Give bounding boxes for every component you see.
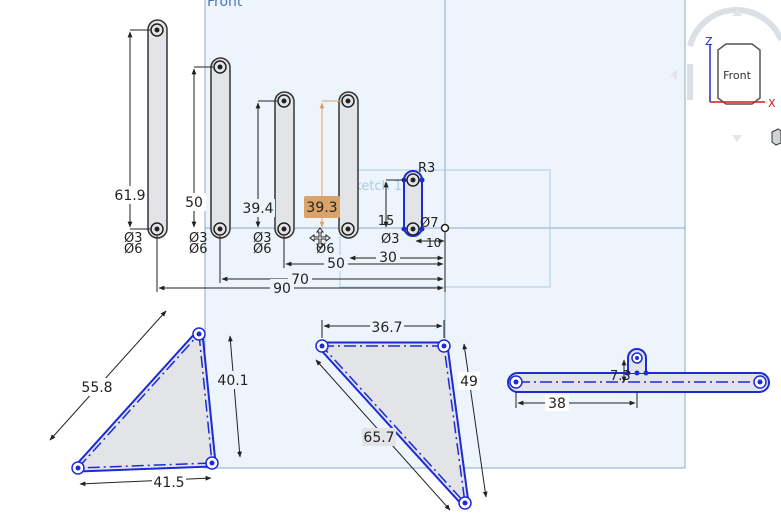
dim-height-61-9[interactable]: 61.9 bbox=[113, 29, 150, 230]
dim-width-50[interactable]: 50 bbox=[283, 236, 444, 272]
dim-39-4-label: 39.4 bbox=[242, 201, 273, 217]
move-cursor-icon bbox=[309, 227, 331, 249]
dim-50w-label: 50 bbox=[327, 256, 345, 272]
rotate-up-icon[interactable] bbox=[732, 9, 742, 16]
dim-height-39-4[interactable]: 39.4 bbox=[241, 100, 277, 228]
rotate-left-icon[interactable] bbox=[670, 70, 677, 80]
dim-7-label: 7.3 bbox=[610, 369, 631, 384]
dim-d3-5[interactable]: Ø3 bbox=[381, 232, 400, 247]
dim-61-9-label: 61.9 bbox=[114, 188, 145, 204]
dim-width-90[interactable]: 90 bbox=[156, 232, 446, 297]
dim-10[interactable]: 10 bbox=[426, 236, 441, 250]
dim-tri2-right[interactable]: 49 bbox=[458, 343, 488, 498]
dim-d3-1[interactable]: Ø3 bbox=[124, 231, 143, 246]
dim-38-label: 38 bbox=[548, 396, 566, 412]
horizontal-link-bar[interactable] bbox=[507, 348, 770, 393]
rotate-down-icon[interactable] bbox=[732, 135, 742, 142]
view-cube-face-label: Front bbox=[723, 69, 752, 82]
origin-point[interactable] bbox=[440, 223, 450, 233]
dim-d6-2[interactable]: Ø6 bbox=[189, 242, 208, 257]
dim-tri2-top[interactable]: 36.7 bbox=[321, 318, 445, 338]
link-bar-4[interactable] bbox=[338, 91, 359, 239]
dim-65-7-label: 65.7 bbox=[363, 430, 394, 446]
axis-z-label: Z bbox=[705, 35, 713, 48]
dim-tri1-bottom[interactable]: 41.5 bbox=[79, 473, 212, 491]
dim-height-15[interactable]: 15 bbox=[378, 179, 405, 229]
link-bar-1[interactable] bbox=[147, 19, 168, 239]
dim-36-7-label: 36.7 bbox=[371, 320, 402, 336]
dim-d6-3[interactable]: Ø6 bbox=[253, 242, 272, 257]
dim-tri1-right[interactable]: 40.1 bbox=[216, 335, 250, 458]
dim-d3-2[interactable]: Ø3 bbox=[189, 231, 208, 246]
dim-d7-label[interactable]: Ø7 bbox=[420, 216, 439, 231]
home-view-icon[interactable] bbox=[771, 128, 781, 146]
dim-bar-38[interactable]: 38 bbox=[515, 392, 638, 412]
front-plane-label: Front bbox=[207, 0, 243, 10]
dim-41-5-label: 41.5 bbox=[153, 475, 184, 491]
link-bar-5-selected[interactable] bbox=[401, 170, 425, 237]
dim-40-1-label: 40.1 bbox=[217, 373, 248, 389]
dim-39-3-label: 39.3 bbox=[306, 200, 337, 216]
dim-90-label: 90 bbox=[273, 281, 291, 297]
link-bar-3[interactable] bbox=[274, 91, 295, 239]
dim-d3-3[interactable]: Ø3 bbox=[253, 231, 272, 246]
dim-49-label: 49 bbox=[460, 374, 478, 390]
view-cube-face[interactable] bbox=[717, 43, 761, 105]
view-cube[interactable]: Front Z X bbox=[670, 6, 781, 142]
dim-tri2-hyp[interactable]: 65.7 bbox=[315, 359, 451, 511]
dim-70-label: 70 bbox=[291, 272, 309, 288]
dim-r3-label[interactable]: R3 bbox=[418, 161, 435, 176]
dim-height-50[interactable]: 50 bbox=[182, 66, 213, 228]
triangle-plate-1[interactable] bbox=[71, 327, 219, 475]
dim-height-39-3-highlighted[interactable]: 39.3 bbox=[304, 100, 341, 228]
dim-tri1-hyp[interactable]: 55.8 bbox=[49, 310, 167, 441]
dim-15-label: 15 bbox=[378, 214, 395, 229]
dim-d6-1[interactable]: Ø6 bbox=[124, 242, 143, 257]
dim-bar-7[interactable]: 7.3 bbox=[610, 359, 631, 384]
link-bar-2[interactable] bbox=[210, 57, 231, 239]
axis-x-label: X bbox=[768, 97, 776, 110]
dim-55-8-label: 55.8 bbox=[81, 380, 112, 396]
dim-50-label: 50 bbox=[185, 195, 203, 211]
